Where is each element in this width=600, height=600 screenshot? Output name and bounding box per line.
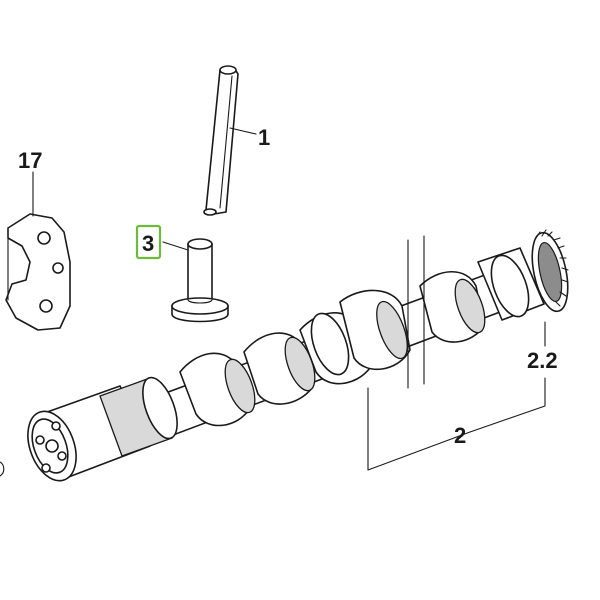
thrust-plate-part[interactable] bbox=[5, 213, 71, 331]
pushrod-leader bbox=[229, 127, 257, 135]
callout-1[interactable]: 1 bbox=[258, 125, 270, 150]
callout-3-highlight bbox=[135, 224, 162, 260]
cam-lobes bbox=[179, 271, 486, 427]
camshaft-leader-bracket bbox=[367, 377, 546, 471]
callout-2[interactable]: 2 bbox=[454, 423, 466, 448]
callout-2-2[interactable]: 2.2 bbox=[527, 348, 558, 373]
callout-17[interactable]: 17 bbox=[18, 148, 42, 173]
shaft-break-line bbox=[407, 235, 425, 389]
tappet-part[interactable] bbox=[171, 238, 229, 323]
callout-3[interactable]: 3 bbox=[142, 231, 154, 256]
camshaft-part[interactable] bbox=[19, 235, 545, 487]
cropped-fragment bbox=[0, 461, 5, 477]
tappet-leader bbox=[162, 241, 189, 251]
pushrod-part[interactable] bbox=[203, 65, 239, 216]
camshaft-gear-part[interactable] bbox=[526, 229, 574, 315]
